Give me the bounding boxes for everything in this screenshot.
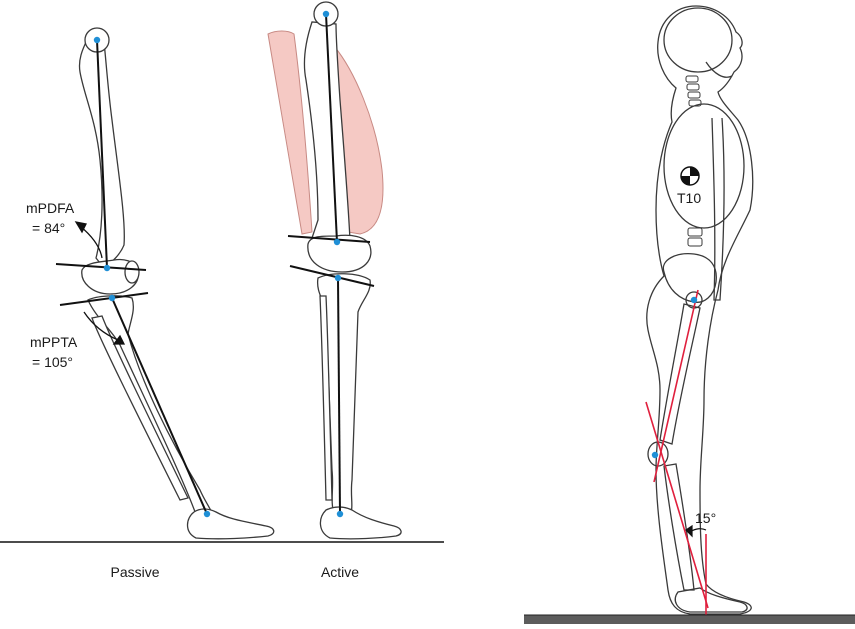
active-posterior-muscle <box>267 30 313 235</box>
t10-label: T10 <box>677 190 702 206</box>
active-femur-condyles <box>307 234 372 273</box>
active-caption: Active <box>320 564 360 580</box>
passive-caption: Passive <box>110 564 160 580</box>
passive-ankle-marker <box>203 510 211 518</box>
angle-15-arc <box>685 524 707 538</box>
mppta-value: = 105° <box>32 354 74 370</box>
passive-femur-axis <box>96 39 108 269</box>
angle-15-label: 15° <box>695 510 717 526</box>
active-proximal-tibia-line <box>289 265 375 287</box>
passive-foot <box>186 508 275 540</box>
alignment-lines <box>645 289 709 616</box>
passive-hip-center-marker <box>93 36 101 44</box>
active-knee-tibia-marker <box>334 274 342 282</box>
passive-distal-femur-line <box>55 263 147 271</box>
right-floor-platform <box>524 615 855 624</box>
passive-tibia-axis <box>111 297 208 515</box>
standing-knee-marker <box>651 451 659 459</box>
standing-joint-markers <box>651 296 698 459</box>
active-femur-axis <box>325 13 338 243</box>
passive-angle-arcs <box>74 221 126 345</box>
mpdfa-arc-head <box>74 221 87 234</box>
jaw <box>705 61 733 78</box>
spine <box>685 75 703 247</box>
active-joint-markers <box>322 10 344 518</box>
passive-joint-markers <box>93 36 211 518</box>
passive-knee-femur-marker <box>103 264 111 272</box>
passive-patella <box>124 260 140 284</box>
mppta-label: mPPTA <box>30 334 78 350</box>
pelvis <box>662 253 717 303</box>
mppta-arc <box>83 311 119 341</box>
active-foot <box>319 506 402 540</box>
active-ankle-marker <box>336 510 344 518</box>
center-of-mass-icon <box>680 166 700 186</box>
passive-proximal-tibia-line <box>59 292 149 306</box>
active-axes <box>287 13 375 515</box>
passive-knee-tibia-marker <box>108 294 116 302</box>
thorax <box>663 103 745 229</box>
mppta-arc-head <box>112 334 126 345</box>
skull <box>663 7 733 73</box>
active-tibia-axis <box>337 277 341 515</box>
passive-axes <box>55 39 208 515</box>
passive-tibia <box>87 295 213 521</box>
mpdfa-label: mPDFA <box>26 200 75 216</box>
standing-arm <box>711 117 725 301</box>
active-hip-center-marker <box>322 10 330 18</box>
active-leg <box>303 1 402 540</box>
active-knee-femur-marker <box>333 238 341 246</box>
passive-leg <box>78 27 275 540</box>
active-fibula <box>319 295 333 501</box>
passive-fibula <box>91 315 189 501</box>
tibia-alignment-line <box>645 401 709 609</box>
standing-foot <box>674 587 748 613</box>
standing-tibia <box>663 463 695 591</box>
standing-hip-marker <box>690 296 698 304</box>
femur-alignment-line <box>653 289 699 483</box>
mpdfa-value: = 84° <box>32 220 66 236</box>
standing-femur <box>659 303 701 445</box>
active-distal-femur-line <box>287 235 371 243</box>
